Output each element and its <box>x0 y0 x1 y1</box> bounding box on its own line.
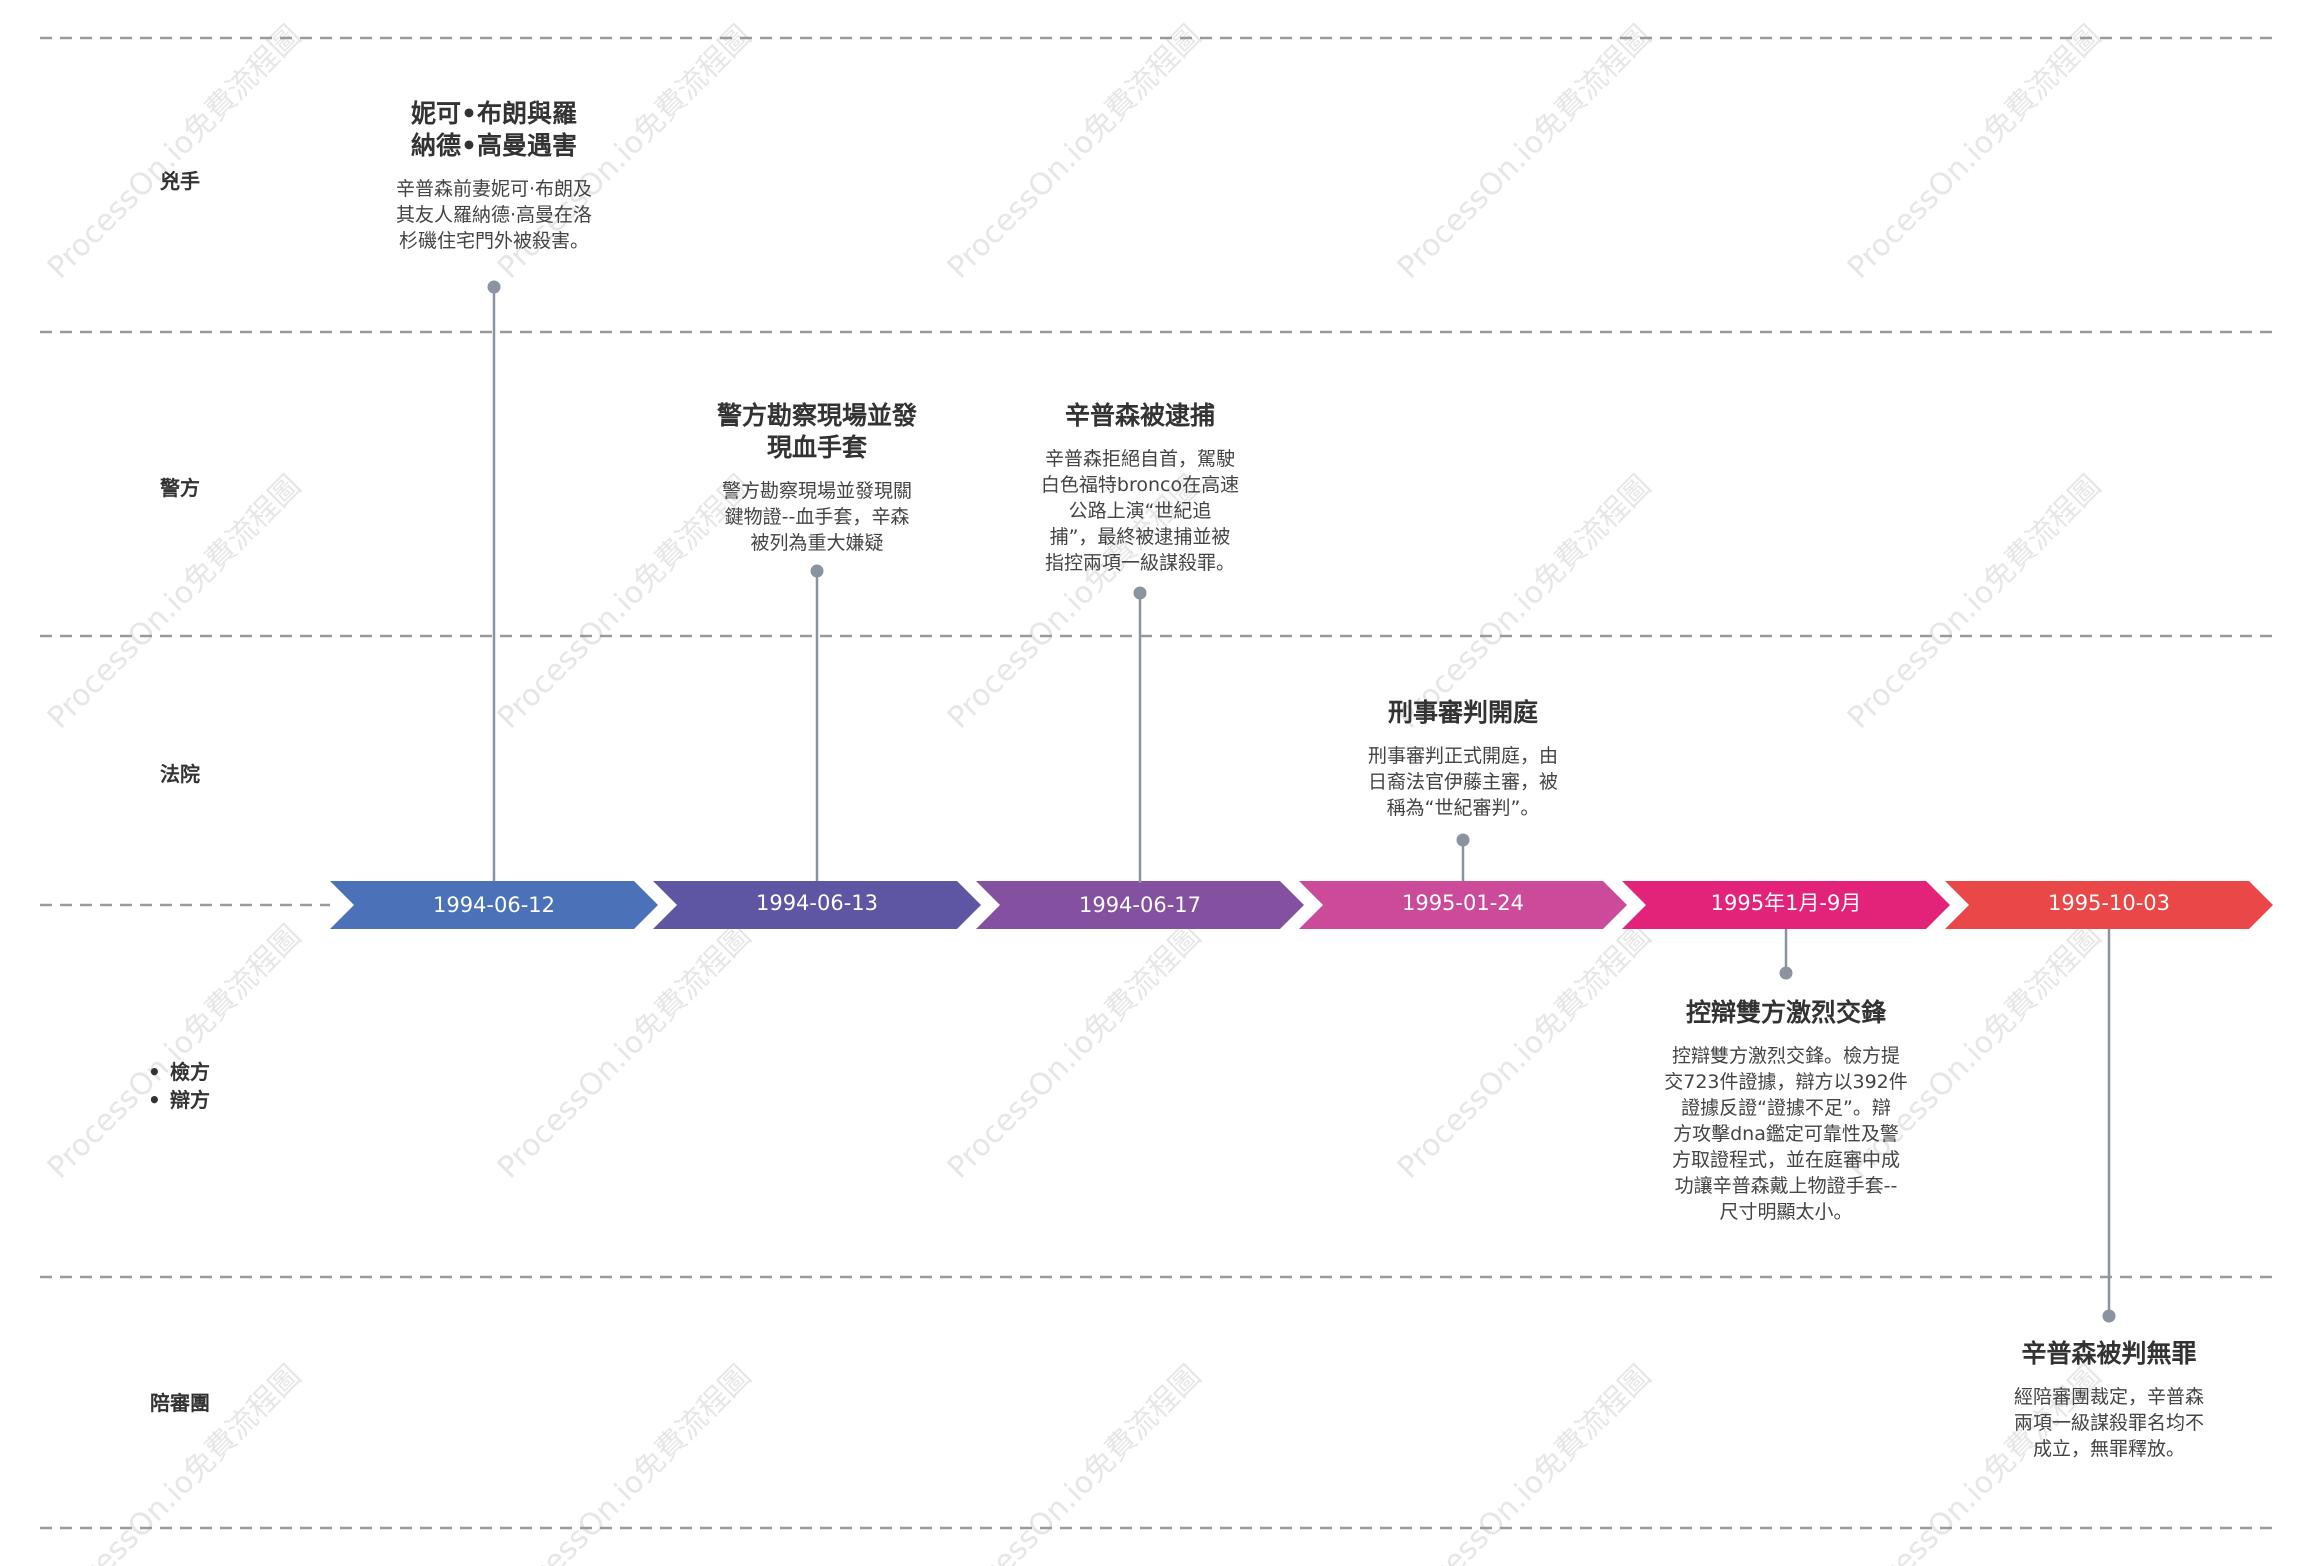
date-label: 1995-10-03 <box>2047 891 2171 915</box>
event-card: 辛普森被判無罪 經陪審團裁定，辛普森兩項一級謀殺罪名均不成立，無罪釋放。 <box>1989 1338 2229 1462</box>
timeline-arrow <box>1622 881 1950 929</box>
event-card: 控辯雙方激烈交鋒 控辯雙方激烈交鋒。檢方提交723件證據，辯方以392件證據反證… <box>1626 997 1946 1225</box>
event-description: 控辯雙方激烈交鋒。檢方提交723件證據，辯方以392件證據反證“證據不足”。辯方… <box>1664 1045 1908 1223</box>
date-label: 1994-06-17 <box>1078 893 1202 917</box>
connector-dot <box>810 564 824 578</box>
event-title: 警方勘察現場並發現血手套 <box>716 401 917 462</box>
date-label: 1995年1月-9月 <box>1710 891 1862 915</box>
date-label: 1994-06-13 <box>755 891 879 915</box>
connector-dot <box>1456 833 1470 847</box>
event-title: 控辯雙方激烈交鋒 <box>1685 998 1886 1027</box>
timeline-arrow <box>1299 881 1627 929</box>
timeline-arrow <box>653 881 981 929</box>
event-card: 妮可•布朗與羅納德•高曼遇害 辛普森前妻妮可·布朗及其友人羅納德·高曼在洛杉磯住… <box>374 98 614 254</box>
lane-label-parties: •檢方 •辯方 <box>148 1058 308 1114</box>
lane-label-killer: 兇手 <box>160 169 200 193</box>
timeline-arrow <box>976 881 1304 929</box>
lane-label-court: 法院 <box>160 762 200 786</box>
event-card: 警方勘察現場並發現血手套 警方勘察現場並發現關鍵物證--血手套，辛森被列為重大嫌… <box>697 400 937 556</box>
event-description: 辛普森前妻妮可·布朗及其友人羅納德·高曼在洛杉磯住宅門外被殺害。 <box>395 178 593 252</box>
event-card: 辛普森被逮捕 辛普森拒絕自首，駕駛白色福特bronco在高速公路上演“世紀追捕”… <box>1020 400 1260 576</box>
lane-label-police: 警方 <box>160 476 200 500</box>
date-label: 1994-06-12 <box>432 893 556 917</box>
event-title: 辛普森被逮捕 <box>1064 401 1215 430</box>
connector-dot <box>1133 586 1147 600</box>
event-title: 妮可•布朗與羅納德•高曼遇害 <box>411 99 577 160</box>
bullet-icon: • <box>148 1088 161 1112</box>
lane-label-jury: 陪審團 <box>150 1391 210 1415</box>
lane-item-prosecution: •檢方 <box>148 1060 210 1084</box>
connector-dot <box>487 280 501 294</box>
timeline-arrow <box>330 881 658 929</box>
event-description: 警方勘察現場並發現關鍵物證--血手套，辛森被列為重大嫌疑 <box>721 480 912 554</box>
date-label: 1995-01-24 <box>1401 891 1525 915</box>
event-card: 刑事審判開庭 刑事審判正式開庭，由日裔法官伊藤主審，被稱為“世紀審判”。 <box>1343 697 1583 821</box>
event-description: 經陪審團裁定，辛普森兩項一級謀殺罪名均不成立，無罪釋放。 <box>2013 1386 2204 1460</box>
timeline-arrow <box>1945 881 2273 929</box>
connector-dot <box>2102 1309 2116 1323</box>
event-description: 刑事審判正式開庭，由日裔法官伊藤主審，被稱為“世紀審判”。 <box>1367 745 1558 819</box>
event-description: 辛普森拒絕自首，駕駛白色福特bronco在高速公路上演“世紀追捕”，最終被逮捕並… <box>1040 448 1240 574</box>
connector-dot <box>1779 966 1793 980</box>
bullet-icon: • <box>148 1060 161 1084</box>
lane-item-defense: •辯方 <box>148 1088 210 1112</box>
event-title: 辛普森被判無罪 <box>2021 1339 2197 1368</box>
event-title: 刑事審判開庭 <box>1387 698 1538 727</box>
